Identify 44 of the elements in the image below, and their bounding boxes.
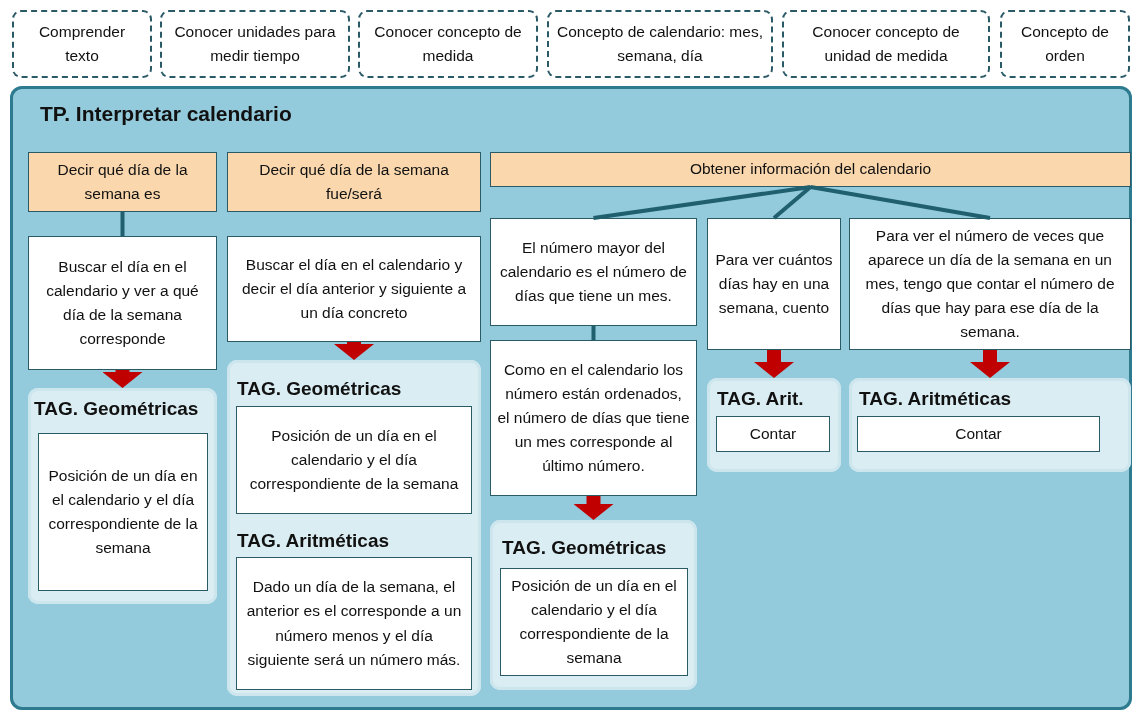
heading-box: Decir qué día de la semana es [28,152,217,212]
tag-heading: TAG. Aritméticas [237,530,390,552]
text-box: Contar [857,416,1100,452]
arrow [573,496,614,520]
connector-line [810,185,991,220]
text-box: Buscar el día en el calendario y decir el día anterior y siguiente a un día concreto [227,236,481,342]
text-box: Buscar el día en el calendario y ver a qué día de la semana corresponde [28,236,217,370]
tag-panel [490,520,697,690]
text-box: Para ver cuántos días hay en una semana, cuento [707,218,841,350]
tag-panel [28,388,217,604]
arrow [754,350,794,378]
text-box: Como en el calendario los número están ordenados, el número de días que tiene un mes corresponde al último número. [490,340,697,496]
arrow [102,370,143,388]
concept-box: Conocer unidades para medir tiempo [160,10,350,78]
panel-title: TP. Interpretar calendario [40,102,292,126]
panel [10,86,1132,710]
heading-box: Decir qué día de la semana fue/será [227,152,481,212]
arrow [334,342,374,360]
tag-heading: TAG. Arit. [717,388,804,410]
tag-heading: TAG. Geométricas [34,398,199,420]
concept-box: Comprender texto [12,10,152,78]
tag-heading: TAG. Geométricas [237,378,402,400]
tag-heading: TAG. Aritméticas [859,388,1012,410]
concept-box: Conocer concepto de unidad de medida [782,10,990,78]
text-box: Contar [716,416,830,452]
text-box: Posición de un día en el calendario y el día correspondiente de la semana [236,406,472,514]
tag-panel [849,378,1131,472]
arrow [970,350,1010,378]
tag-panel [707,378,841,472]
tag-panel [227,360,481,696]
text-box: Posición de un día en el calendario y el día correspondiente de la semana [38,433,208,591]
concept-box: Concepto de calendario: mes, semana, día [547,10,773,78]
text-box: Para ver el número de veces que aparece un día de la semana en un mes, tengo que contar el número de días que hay para ese día de la semana. [849,218,1131,350]
connector-line [772,185,812,220]
text-box: Dado un día de la semana, el anterior es el corresponde a un número menos y el día siguiente será un número más. [236,557,472,690]
connector-line [120,212,125,236]
connector-line [591,326,596,340]
concept-box: Concepto de orden [1000,10,1130,78]
connector-line [593,185,811,220]
text-box: El número mayor del calendario es el número de días que tiene un mes. [490,218,697,326]
tag-heading: TAG. Geométricas [502,537,667,559]
concept-box: Conocer concepto de medida [358,10,538,78]
heading-box: Obtener información del calendario [490,152,1131,187]
text-box: Posición de un día en el calendario y el día correspondiente de la semana [500,568,688,676]
